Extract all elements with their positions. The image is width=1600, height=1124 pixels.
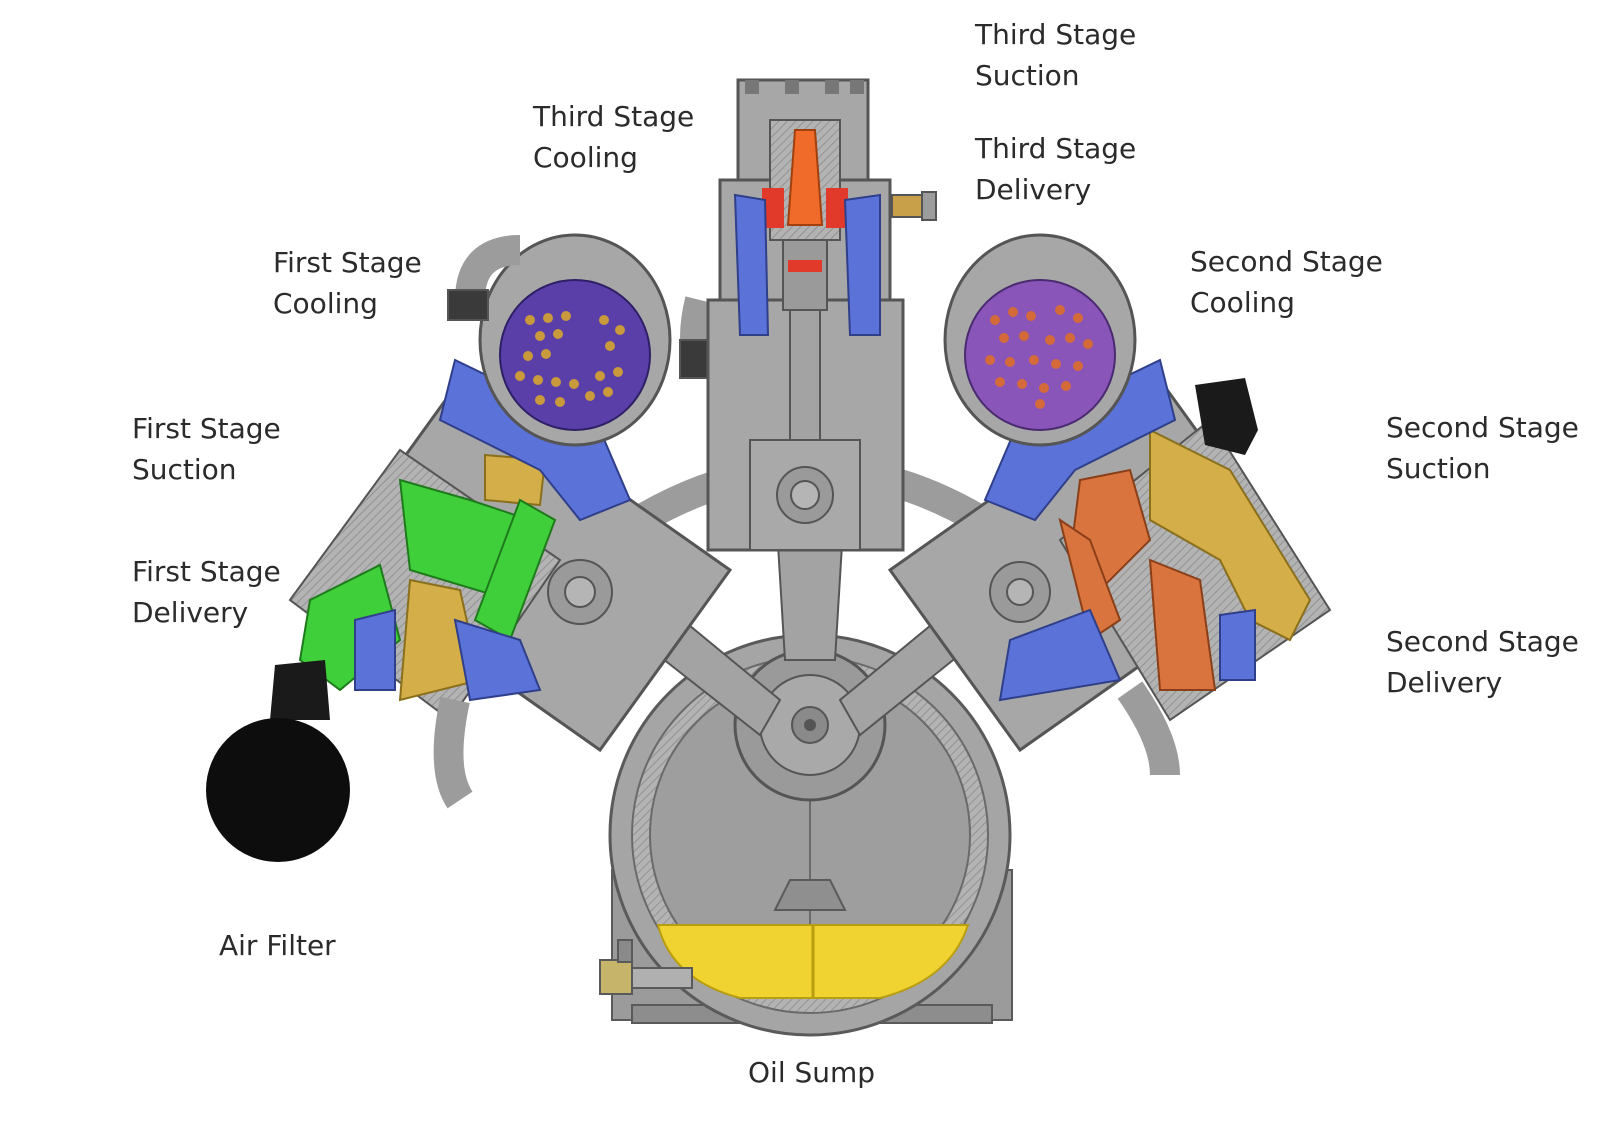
first-stage-cooler: [478, 233, 672, 447]
label-oil-sump: Oil Sump: [748, 1056, 876, 1089]
second-stage-cooler: [943, 233, 1137, 447]
first-stage-cylinder: [288, 358, 733, 753]
oil-drain-valve: [599, 939, 693, 995]
label-air-filter: Air Filter: [219, 929, 336, 962]
third-stage-cylinder: [706, 78, 937, 552]
second-stage-cylinder: [887, 358, 1332, 753]
right-pipes: [1117, 378, 1258, 776]
air-filter: [206, 660, 350, 862]
